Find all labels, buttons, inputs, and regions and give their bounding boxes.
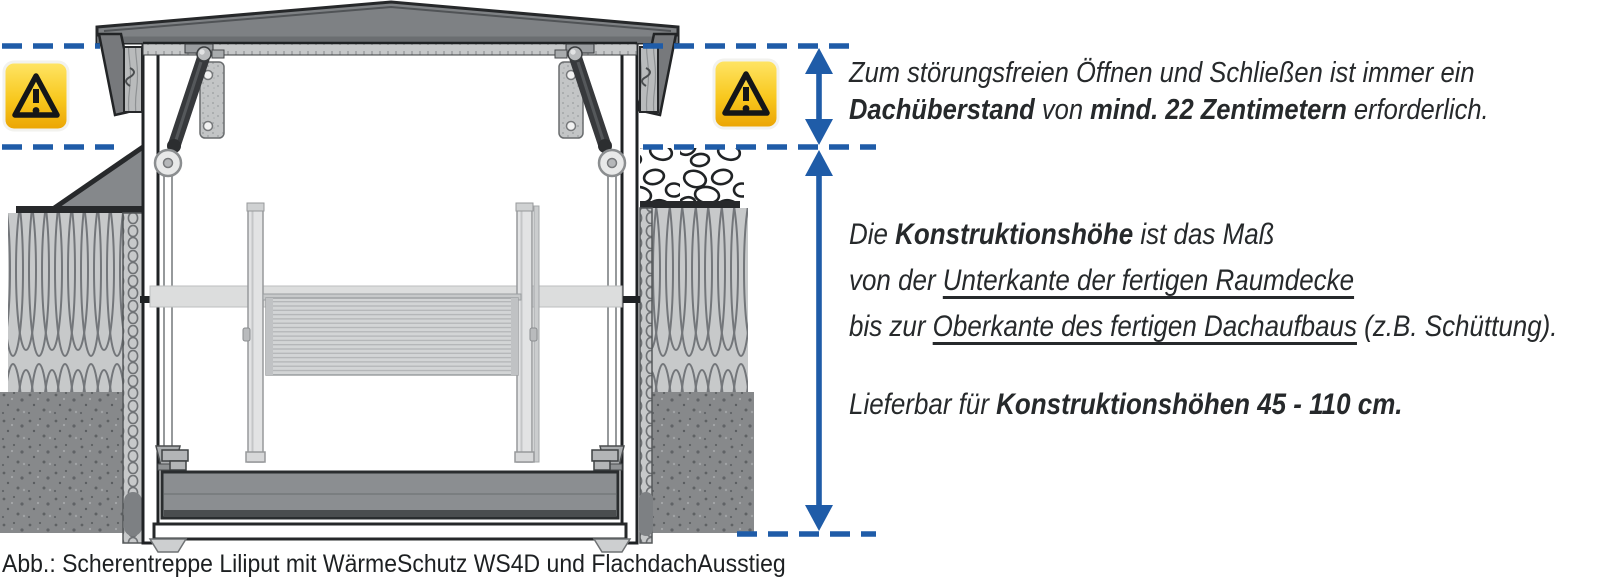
insulation-left — [8, 213, 123, 392]
insulation-right — [652, 208, 748, 392]
roof-buildup-right — [639, 148, 754, 544]
concrete-left — [0, 392, 123, 533]
warning-icon-left — [2, 60, 70, 132]
roof-cap — [95, 0, 680, 117]
door-leaf — [152, 522, 628, 541]
mounting-plate-left — [199, 61, 225, 139]
folded-scissor-stair — [262, 293, 522, 376]
hatch-door — [148, 449, 632, 553]
shaft-wall-right — [620, 42, 639, 545]
stair-rail-left — [242, 202, 266, 463]
curb-left — [123, 46, 143, 113]
membrane-strip-right — [639, 207, 653, 544]
annotation-lieferbar: Lieferbar für Konstruktionshöhen 45 - 11… — [849, 388, 1403, 421]
reference-lines — [2, 43, 876, 537]
gas-strut-left — [166, 46, 225, 163]
dachueberstand-dimension — [805, 48, 833, 145]
konstruktionshoehe-dimension — [805, 150, 833, 531]
roof-buildup-left — [0, 144, 145, 544]
technical-drawing — [0, 0, 876, 553]
concrete-right — [652, 392, 754, 533]
warning-icon-right — [712, 58, 780, 130]
figure-caption: Abb.: Scherentreppe Liliput mit WärmeSch… — [2, 550, 786, 578]
stair-rail-right — [514, 202, 540, 463]
gravel-schuettung — [640, 148, 744, 204]
annotation-dachueberstand: Zum störungsfreien Öffnen und Schließen … — [849, 57, 1489, 126]
